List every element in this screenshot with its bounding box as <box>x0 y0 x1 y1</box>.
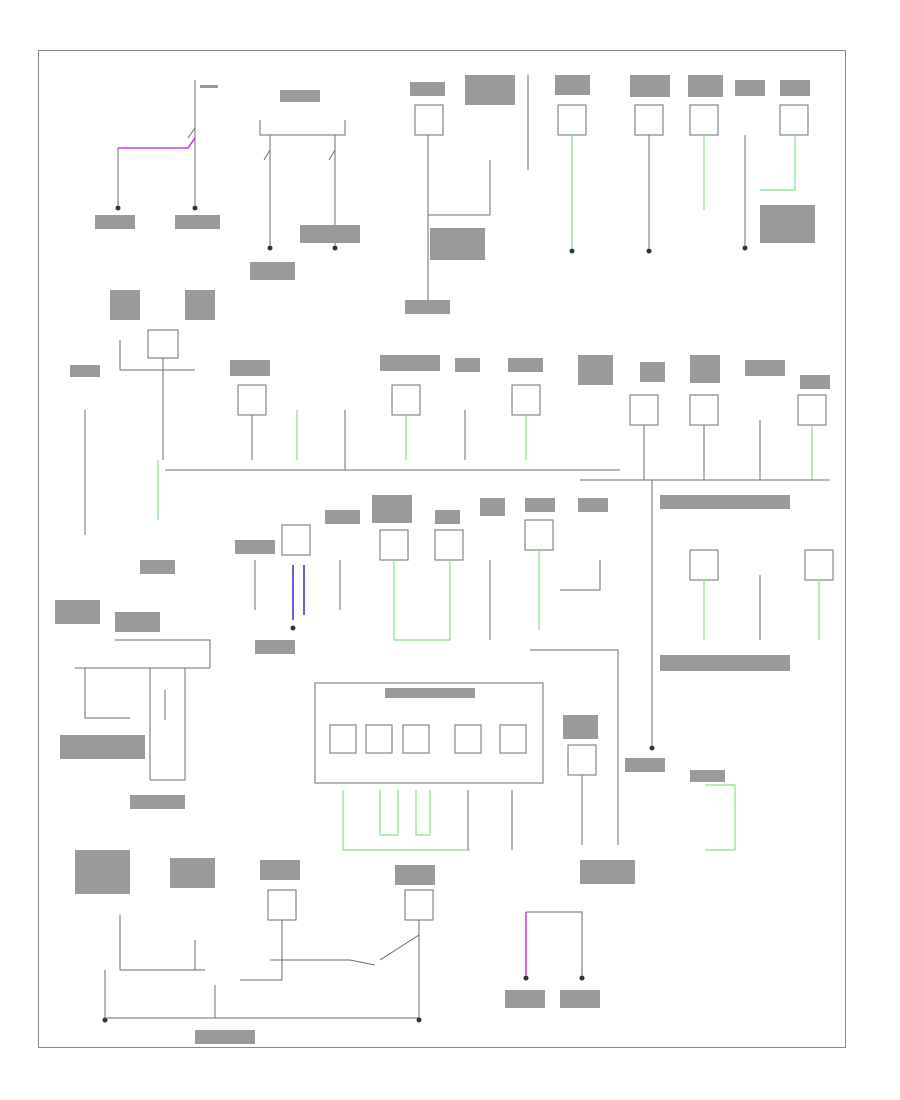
ignition-switch-group <box>70 290 215 574</box>
engine-control-ground-group <box>55 600 211 809</box>
wiper-ground-group <box>235 510 360 654</box>
sensor-ground-group <box>405 75 529 314</box>
top-right-ground-group <box>555 75 815 254</box>
diagram-frame <box>38 50 846 1048</box>
body-ground-group <box>75 850 435 1044</box>
module-ground-group <box>505 911 600 1008</box>
connector-junction-group <box>250 90 360 280</box>
right-mid-ground-group <box>578 355 830 751</box>
trailer-module-ground-group <box>314 682 736 884</box>
battery-ground-group <box>95 80 220 229</box>
right-lower-ground-group <box>625 549 834 772</box>
mid-row-ground-group <box>165 355 620 471</box>
door-module-ground-group <box>372 495 619 845</box>
